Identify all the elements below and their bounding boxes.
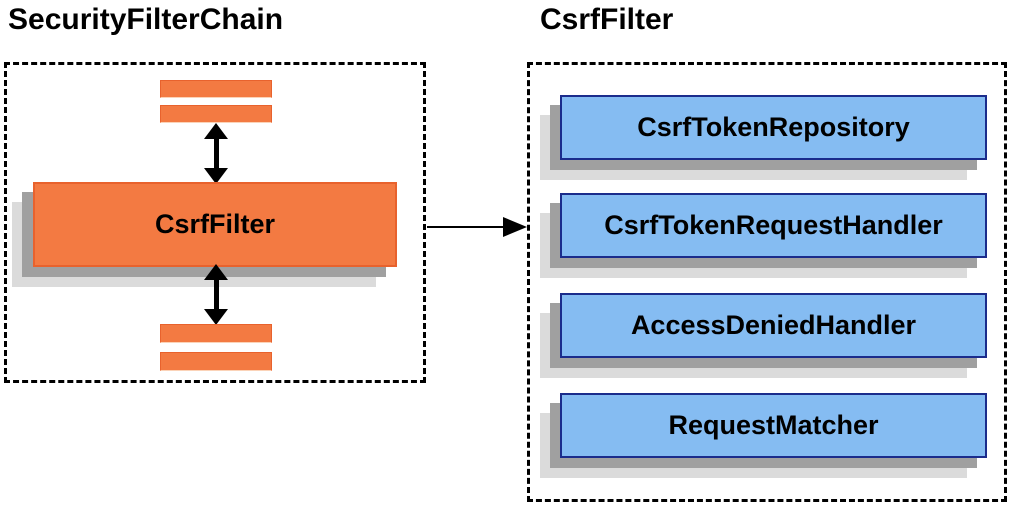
filter-bar [160,352,272,371]
component-box-csrf-token-repository: CsrfTokenRepository [560,95,987,160]
csrf-filter-box: CsrfFilter [33,182,397,267]
component-box-request-matcher: RequestMatcher [560,393,987,458]
arrow-up-head-icon [204,123,228,139]
arrow-line [427,226,507,228]
filter-bar [160,80,272,98]
security-filter-chain-title: SecurityFilterChain [8,3,284,36]
csrf-filter-components-container [527,62,1007,502]
component-box-access-denied-handler: AccessDeniedHandler [560,293,987,358]
csrf-filter-group-title: CsrfFilter [540,3,674,36]
arrow-line [214,135,219,172]
filter-bar [160,105,272,123]
bidirectional-arrow-icon [204,264,228,325]
arrow-down-head-icon [204,309,228,325]
security-filter-chain-container [4,62,426,383]
arrow-up-head-icon [204,264,228,280]
arrow-down-head-icon [204,168,228,184]
arrow-line [214,276,219,313]
filter-bar [160,324,272,343]
bidirectional-arrow-icon [204,123,228,184]
flow-arrow-icon [427,217,527,237]
arrow-right-head-icon [503,217,527,237]
component-box-csrf-token-request-handler: CsrfTokenRequestHandler [560,193,987,258]
